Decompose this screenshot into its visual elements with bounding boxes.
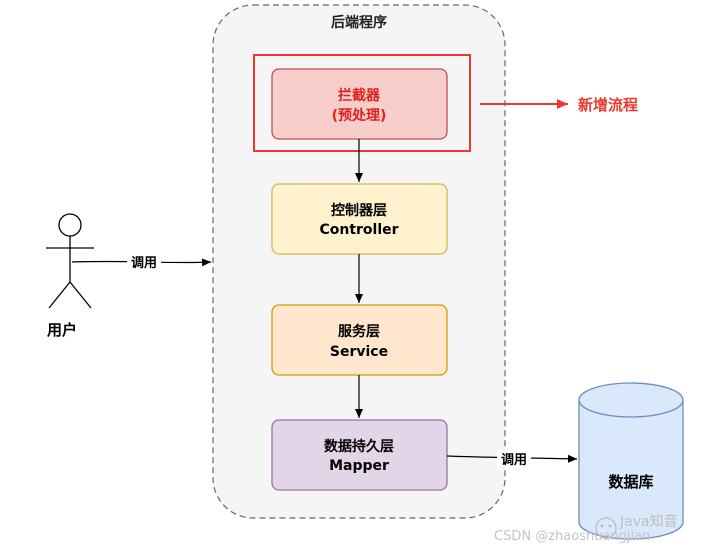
database-icon xyxy=(578,382,684,540)
user-call-label-bg xyxy=(127,253,161,270)
highlight-frame xyxy=(253,54,471,152)
new-flow-label: 新增流程 xyxy=(578,96,638,114)
service-box: 服务层 Service xyxy=(271,304,448,376)
interceptor-sublabel: (预处理) xyxy=(332,107,387,124)
db-call-label-bg xyxy=(497,450,531,467)
watermark-text: CSDN @zhaoshuangjian xyxy=(494,529,650,544)
interceptor-label: 拦截器 xyxy=(338,87,381,104)
user-icon xyxy=(46,213,94,309)
mapper-label: 数据持久层 xyxy=(324,438,394,455)
service-box-shape xyxy=(271,304,448,376)
mapper-box-shape xyxy=(271,419,448,491)
controller-box: 控制器层 Controller xyxy=(271,183,448,255)
database-body xyxy=(578,400,684,540)
service-sublabel: Service xyxy=(330,344,388,360)
interceptor-box: 拦截器 (预处理) xyxy=(271,68,448,140)
controller-box-shape xyxy=(271,183,448,255)
backend-container-title: 后端程序 xyxy=(331,14,387,31)
service-label: 服务层 xyxy=(338,323,380,340)
interceptor-box-shape xyxy=(271,68,448,140)
mapper-sublabel: Mapper xyxy=(329,458,389,474)
controller-label: 控制器层 xyxy=(331,202,387,219)
watermark-brand: Java知音 xyxy=(619,513,678,530)
controller-sublabel: Controller xyxy=(319,222,398,238)
db-call-label: 调用 xyxy=(501,453,527,468)
user-label: 用户 xyxy=(47,321,77,339)
database-top xyxy=(578,382,684,418)
watermark: Java知音 CSDN @zhaoshuangjian xyxy=(494,513,678,544)
user-call-label: 调用 xyxy=(131,256,157,271)
database-label: 数据库 xyxy=(608,473,653,491)
mapper-box: 数据持久层 Mapper xyxy=(271,419,448,491)
wechat-icon xyxy=(595,517,617,539)
